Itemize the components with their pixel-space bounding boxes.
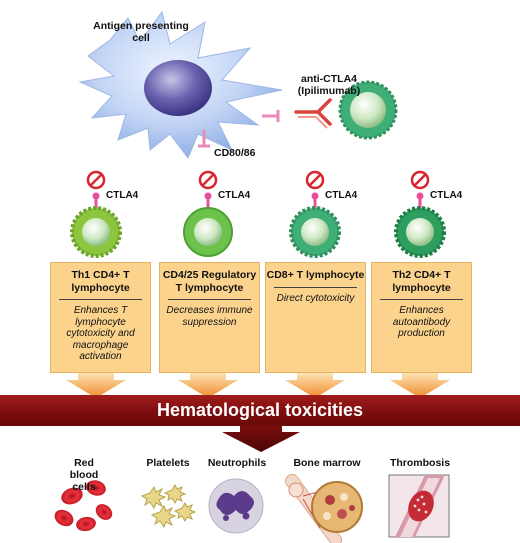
banner-title: Hematological toxicities <box>156 400 364 420</box>
outcome-label: Neutrophils <box>207 457 267 469</box>
apc-cell-icon <box>78 10 283 159</box>
cd80-86-label: CD80/86 <box>214 147 256 159</box>
cell-title: CD4/25 Regulatory T lymphocyte <box>162 269 257 294</box>
divider <box>59 299 142 300</box>
cd80-86-receptor-icon <box>262 110 280 122</box>
block-sign-icon <box>305 170 325 190</box>
cell-column-4 <box>390 170 450 398</box>
t-cell-icon <box>183 207 233 257</box>
cell-description: Enhances T lymphocyte cytotoxicity and m… <box>66 305 135 362</box>
red-blood-cell-icon <box>54 480 113 532</box>
toxicity-banner <box>0 395 520 426</box>
t-cell-icon <box>394 206 446 258</box>
cell-box-regulatory: CD4/25 Regulatory T lymphocyte Decreases… <box>159 262 260 373</box>
cell-description: Decreases immune suppression <box>166 305 253 328</box>
divider <box>168 299 251 300</box>
t-cell-icon <box>289 206 341 258</box>
cell-description: Direct cytotoxicity <box>276 292 355 304</box>
cd80-86-receptor-icon <box>198 130 210 148</box>
neutrophil-icon <box>208 478 264 534</box>
block-sign-icon <box>198 170 218 190</box>
t-cell-icon <box>70 206 122 258</box>
cell-column-3 <box>285 170 345 398</box>
bone-marrow-icon <box>284 473 363 543</box>
cell-description: Enhances autoantibody production <box>392 305 451 339</box>
ctla4-label: CTLA4 <box>218 190 251 201</box>
cell-box-th2: Th2 CD4+ T lymphocyte Enhances autoantib… <box>371 262 472 373</box>
divider <box>380 299 463 300</box>
outcome-label: Bone marrow <box>293 457 361 469</box>
cell-title: Th1 CD4+ T lymphocyte <box>71 269 130 294</box>
block-sign-icon <box>86 170 106 190</box>
divider <box>274 286 357 288</box>
antibody-label: anti-CTLA4 (Ipilimumab) <box>297 73 361 97</box>
cell-title: Th2 CD4+ T lymphocyte <box>392 269 451 294</box>
block-sign-icon <box>410 170 430 190</box>
outcome-label: Red blood cells <box>69 457 99 493</box>
outcome-label: Platelets <box>146 457 190 469</box>
cell-column-2 <box>178 170 238 398</box>
down-arrow-icon <box>222 426 300 452</box>
t-cell-icon <box>338 80 398 140</box>
cell-box-cd8: CD8+ T lymphocyte Direct cytotoxicity <box>265 262 366 373</box>
platelet-icon <box>140 483 197 529</box>
cell-title: CD8+ T lymphocyte <box>266 269 365 281</box>
cell-column-1 <box>66 170 126 398</box>
ctla4-label: CTLA4 <box>106 190 139 201</box>
ctla4-label: CTLA4 <box>325 190 358 201</box>
thrombosis-icon <box>388 474 450 538</box>
apc-label: Antigen presenting cell <box>93 20 189 44</box>
outcome-label: Thrombosis <box>389 457 451 469</box>
ctla4-label: CTLA4 <box>430 190 463 201</box>
cell-box-th1: Th1 CD4+ T lymphocyte Enhances T lymphoc… <box>50 262 151 373</box>
antibody-icon <box>294 98 332 129</box>
